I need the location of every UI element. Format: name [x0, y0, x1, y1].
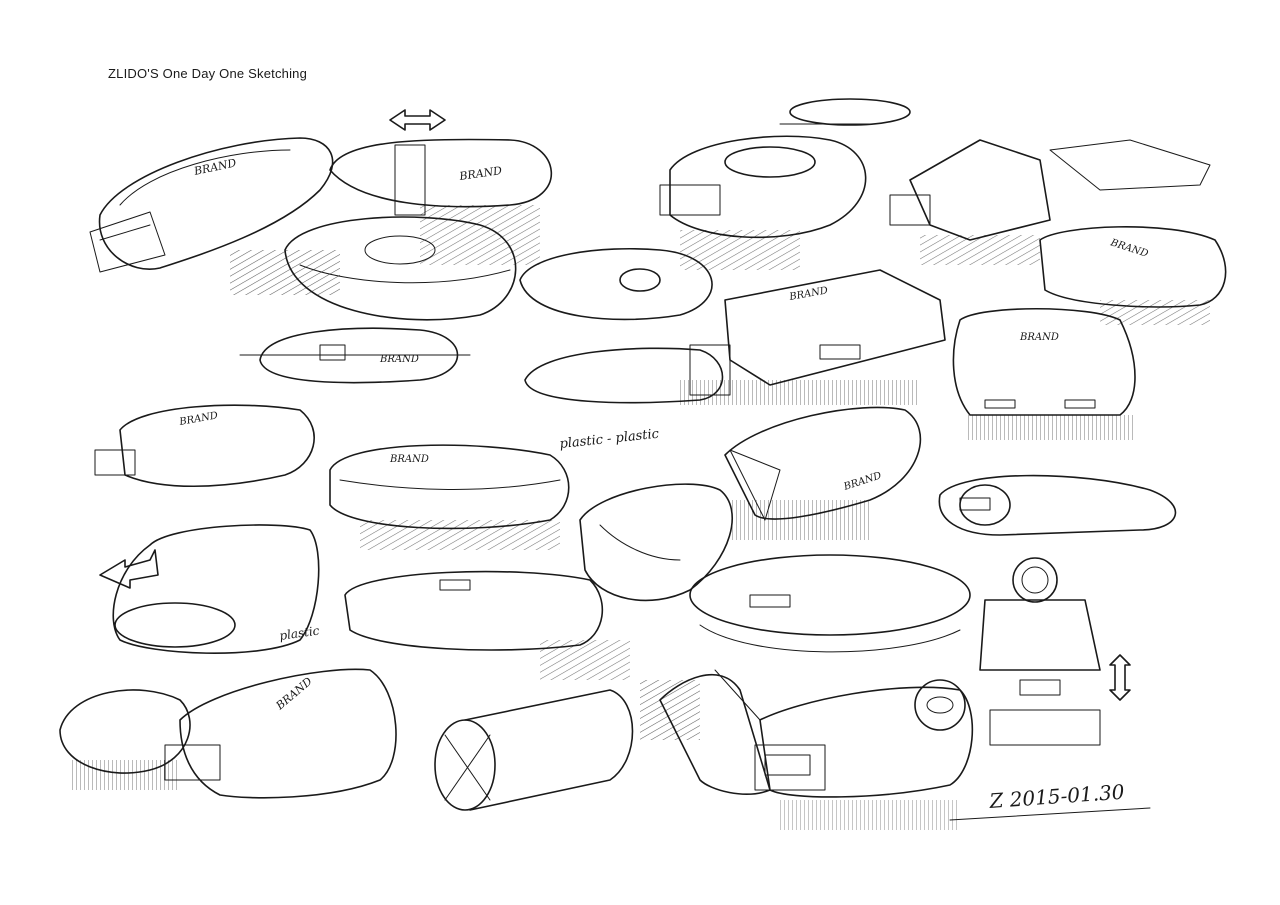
usb-sketch-11: BRAND: [724, 269, 946, 405]
usb-sketch-26: [754, 679, 974, 830]
signature-underline: [949, 807, 1151, 821]
usb-sketch-21: [979, 557, 1131, 746]
usb-sketch-16: [938, 474, 1177, 536]
brand-label: BRAND: [273, 675, 315, 713]
brand-label: BRAND: [788, 285, 829, 303]
signature: Z 2015-01.30: [988, 780, 1126, 813]
usb-sketch-7: [889, 139, 1211, 265]
usb-sketch-6: [659, 135, 867, 270]
page-title: ZLIDO'S One Day One Sketching: [108, 66, 308, 81]
usb-sketch-19: [579, 483, 734, 602]
usb-sketch-1: BRAND: [89, 137, 340, 295]
plastic-note: plastic - plastic: [559, 427, 661, 452]
usb-sketch-9: BRAND: [239, 327, 471, 384]
brand-label: BRAND: [842, 470, 883, 493]
plastic-note-2: plastic: [278, 623, 320, 642]
usb-sketch-13: BRAND: [94, 404, 315, 487]
usb-sketch-25: [640, 669, 771, 795]
usb-sketch-12: BRAND: [952, 308, 1136, 440]
brand-label: BRAND: [389, 454, 429, 465]
usb-sketch-4: [519, 247, 713, 321]
usb-sketch-22: [59, 689, 191, 790]
usb-sketch-24: [434, 689, 634, 811]
usb-sketch-3: [284, 216, 517, 321]
usb-sketch-15: BRAND: [724, 406, 922, 540]
brand-label: BRAND: [458, 164, 503, 183]
brand-label: BRAND: [1019, 332, 1059, 343]
usb-sketch-17: plastic: [99, 524, 321, 654]
usb-sketch-23: BRAND: [164, 668, 397, 799]
usb-sketch-20: [689, 554, 971, 653]
usb-sketch-5: [779, 98, 911, 126]
usb-sketch-2: BRAND: [329, 109, 553, 265]
usb-sketch-10: [524, 344, 740, 405]
brand-label: BRAND: [192, 156, 238, 178]
usb-sketch-18: [344, 570, 630, 680]
brand-label: BRAND: [1108, 237, 1149, 260]
brand-label: BRAND: [178, 410, 219, 428]
brand-label: BRAND: [379, 354, 419, 365]
usb-sketch-14: BRAND plastic - plastic: [329, 427, 661, 550]
